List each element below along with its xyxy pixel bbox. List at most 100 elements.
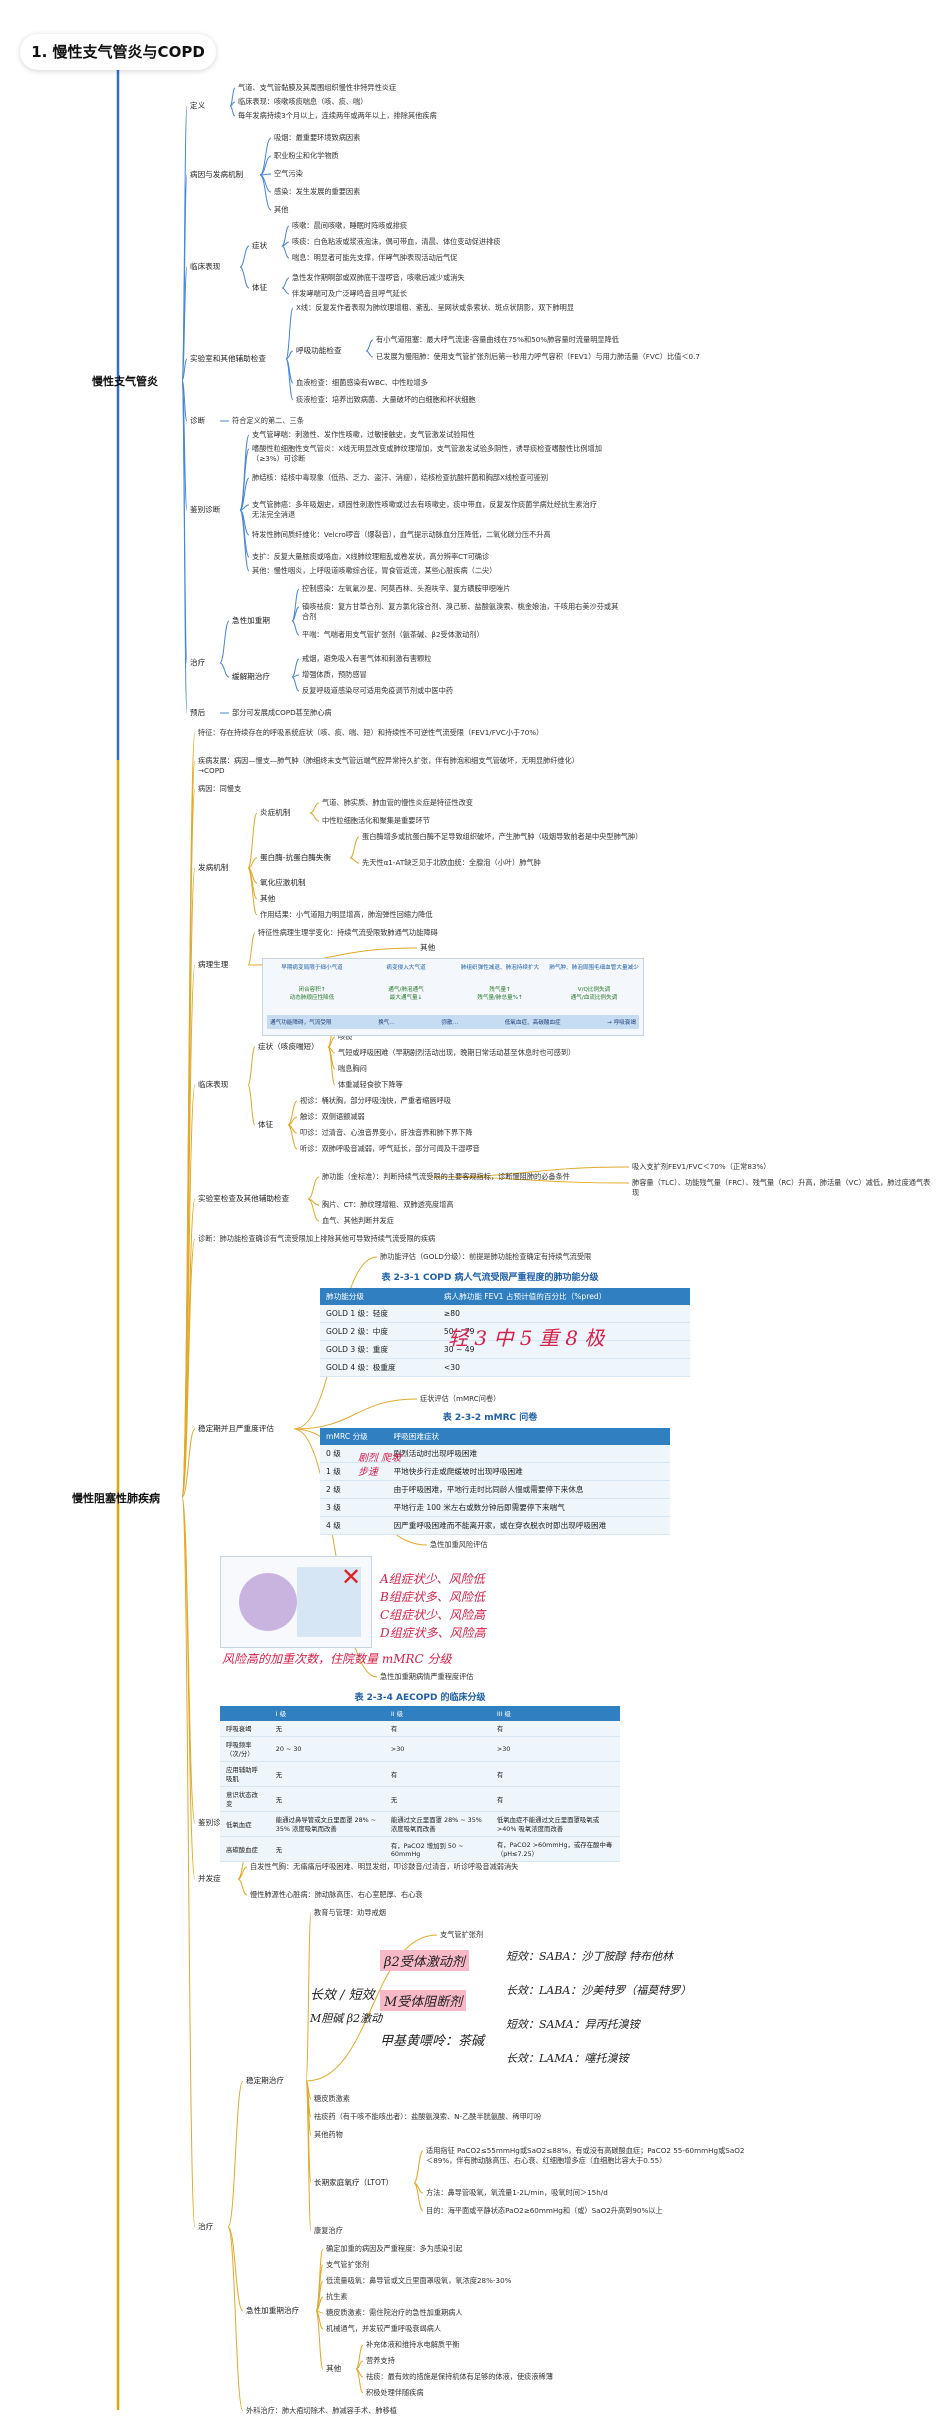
connector xyxy=(247,1084,256,1126)
connector xyxy=(305,1912,312,2082)
node-c_sym4: 喘息胸闷 xyxy=(338,1064,367,1073)
node-c_lab1b: 肺容量（TLC）、功能残气量（FRC）、残气量（RC）升高，肺活量（VC）减低，… xyxy=(632,1178,931,1197)
connector xyxy=(181,1238,196,1498)
path-bottom-step-0: 通气功能障碍，气流受限 xyxy=(270,1020,332,1026)
connector xyxy=(291,620,300,636)
path-bottom-step-4: → 呼吸衰竭 xyxy=(607,1020,636,1026)
node-c_sym3: 气短或呼吸困难（早期剧烈活动出现，晚期日常活动甚至休息时也可感到） xyxy=(338,1048,576,1057)
table-row: 低氧血症能通过鼻导管或文丘里面罩 28% ~ 35% 浓度吸氧而改善能通过文丘里… xyxy=(220,1811,620,1837)
bd-drug-2: 短效：SAMA：异丙托溴铵 xyxy=(506,2018,640,2031)
node-cb_tx1c: 平喘：气喘者用支气管扩张剂（氨茶碱、β2受体激动剂） xyxy=(302,630,484,639)
node-cb_tx2: 缓解期治疗 xyxy=(232,672,270,681)
node-cb_sign2: 伴发哮喘可及广泛哮鸣音且呼气延长 xyxy=(292,289,408,298)
connector xyxy=(181,1496,196,2228)
node-cb_sign: 体征 xyxy=(252,283,268,292)
gold_table-cell: 50 ~ 79 xyxy=(437,1322,690,1341)
node-c_mech4: 其他 xyxy=(260,894,276,903)
node-cb_sym1: 咳嗽：晨间咳嗽，睡眠时阵咳或排痰 xyxy=(292,221,408,230)
mmrc_table-cell: 4 级 xyxy=(320,1516,388,1535)
node-cb_dd: 鉴别诊断 xyxy=(190,505,221,514)
connector xyxy=(309,802,320,814)
connector xyxy=(281,277,290,289)
connector xyxy=(281,245,290,259)
mmrc_table-header-0: mMRC 分级 xyxy=(320,1428,388,1445)
aecopd_table-cell: 无 xyxy=(384,1786,491,1812)
node-cb_def: 定义 xyxy=(190,101,206,110)
node-c_lab: 实验室检查及其他辅助检查 xyxy=(198,1194,290,1203)
aecopd_table-cell: 意识状态改变 xyxy=(220,1786,270,1812)
node-c_tx1b: 支气管扩张剂 xyxy=(440,1930,484,1939)
bd-drug-0: 短效：SABA：沙丁胺醇 特布他林 xyxy=(506,1950,674,1963)
node-c_sign3: 叩诊：过清音、心浊音界变小，肝浊音界和肺下界下降 xyxy=(300,1128,473,1137)
node-cb_cause2: 职业粉尘和化学物质 xyxy=(274,151,339,160)
node-c_path1: 特征性病理生理学变化：持续气流受限致肺通气功能障碍 xyxy=(258,928,438,937)
node-cb_diag: 诊断 xyxy=(190,416,206,425)
mmrc_table-cell: 3 级 xyxy=(320,1498,388,1517)
aecopd_table-cell: 低氧血症 xyxy=(220,1811,270,1837)
node-c_cause: 病因：同慢支 xyxy=(198,784,242,793)
risk-group-note-0: A组症状少、风险低 xyxy=(380,1572,485,1586)
node-c_sym: 症状（咳痰喘短） xyxy=(258,1042,319,1051)
node-cb_def3: 每年发病持续3个月以上，连续两年或两年以上，排除其他疾病 xyxy=(238,111,437,120)
node-cb_tx1b: 镇咳祛痰：复方甘草合剂、复方氯化铵合剂、溴己新、盐酸氨溴索、桃金娘油，干咳用右美… xyxy=(302,602,619,621)
node-c_tx1c: 糖皮质激素 xyxy=(314,2094,350,2103)
node-cb_sym3: 喘息：明显者可能先支撑，伴哮气肿表现活动后气促 xyxy=(292,253,458,262)
connector xyxy=(181,379,188,422)
connector xyxy=(285,358,294,401)
node-cb_tx2a: 戒烟，避免吸入有害气体和刺激有害颗粒 xyxy=(302,654,432,663)
pathophysiology-figure: 早期病变局限于细小气道病变侵入大气道肺组织弹性减退、肺泡持续扩大肺气肿、肺泡周围… xyxy=(262,958,644,1036)
bd-box-2: 甲基黄嘌呤：茶碱 xyxy=(380,2034,485,2049)
node-cb_sym2: 咳痰：白色粘液或浆液泡沫，偶可带血，清晨、体位变动促进排痰 xyxy=(292,237,501,246)
connector xyxy=(247,857,258,869)
aecopd_table-cell: 无 xyxy=(269,1786,385,1812)
connector xyxy=(227,2226,244,2312)
mmrc_table-cell: 平地快步行走或爬缓坡时出现呼吸困难 xyxy=(387,1462,670,1481)
node-c_sym2: 咳痰 xyxy=(338,1032,353,1041)
connector xyxy=(181,1428,196,1498)
connector xyxy=(307,1176,320,1200)
node-c_sym5: 体重减轻食欲下降等 xyxy=(338,1080,403,1089)
node-cb_clin: 临床表现 xyxy=(190,262,221,271)
mmrc_table-cell: 由于呼吸困难，平地行走时比同龄人慢或需要停下来休息 xyxy=(387,1480,670,1499)
connector xyxy=(229,105,236,117)
aecopd_table-header-1: I 级 xyxy=(269,1706,385,1721)
node-c_mech5: 作用结果：小气道阻力明显增高，肺泡弹性回缩力降低 xyxy=(260,910,433,919)
path-top-step-1: 病变侵入大气道 xyxy=(386,965,426,971)
path-top-step-0: 早期病变局限于细小气道 xyxy=(281,965,343,971)
aecopd_table-cell: 有 xyxy=(490,1721,620,1737)
node-cb_lab4: 痰液检查：培养出致病菌、大量破坏的白细胞和杯状细胞 xyxy=(296,395,476,404)
connector xyxy=(287,1124,298,1150)
bd-drug-3: 长效：LAMA：噻托溴铵 xyxy=(506,2052,629,2065)
risk-assessment-figure: ✕ xyxy=(220,1556,372,1648)
node-c_tx2g4: 积极处理伴随疾病 xyxy=(366,2388,424,2397)
mmrc_table-cell: 因严重呼吸困难而不能离开家，或在穿衣脱衣时即出现呼吸困难 xyxy=(387,1516,670,1535)
bd-box-1: M受体阻断剂 xyxy=(380,1990,467,2011)
risk-group-note-1: B组症状多、风险低 xyxy=(380,1590,485,1604)
table-row: GOLD 4 级：极重度<30 xyxy=(320,1358,690,1377)
connector xyxy=(227,2080,244,2228)
node-cb_def2: 临床表现：咳嗽咳痰喘息（咳、痰、喘） xyxy=(238,97,368,106)
node-cb_lab2: 呼吸功能检查 xyxy=(296,346,342,355)
node-cb: 慢性支气管炎 xyxy=(92,375,158,388)
aecopd_table-cell: 无 xyxy=(269,1836,385,1862)
node-c_tx2: 急性加重期治疗 xyxy=(246,2306,300,2315)
node-cb_cause4: 感染：发生发展的重要因素 xyxy=(274,187,361,196)
connector xyxy=(281,287,290,295)
node-cb_dd3: 肺结核：结核中毒现象（低热、乏力、盗汗、消瘦），结核检查抗酸杆菌和胸部X线检查可… xyxy=(252,473,549,482)
gold_table-cell: GOLD 3 级：重度 xyxy=(320,1340,438,1359)
connector xyxy=(247,867,258,916)
aecopd_table-header-0 xyxy=(220,1706,270,1721)
aecopd_table-cell: 有 xyxy=(490,1761,620,1787)
node-c_comp: 并发症 xyxy=(198,1874,221,1883)
path-bottom-step-3: 低氧血症、高碳酸血症 xyxy=(504,1020,561,1026)
node-c_mech2b: 先天性α1-AT缺乏见于北欧血统：全腺泡（小叶）肺气肿 xyxy=(362,858,541,867)
table-row: 3 级平地行走 100 米左右或数分钟后即需要停下来喘气 xyxy=(320,1498,670,1517)
mmrc_table-cell: 2 级 xyxy=(320,1480,388,1499)
node-cb_tx1: 急性加重期 xyxy=(232,616,270,625)
aecopd_table-cell: 高碳酸血症 xyxy=(220,1836,270,1862)
connector xyxy=(291,588,300,622)
bd-left-label-2: M胆碱 β2激动 xyxy=(310,2012,383,2025)
node-c_tx2d: 抗生素 xyxy=(326,2292,348,2301)
